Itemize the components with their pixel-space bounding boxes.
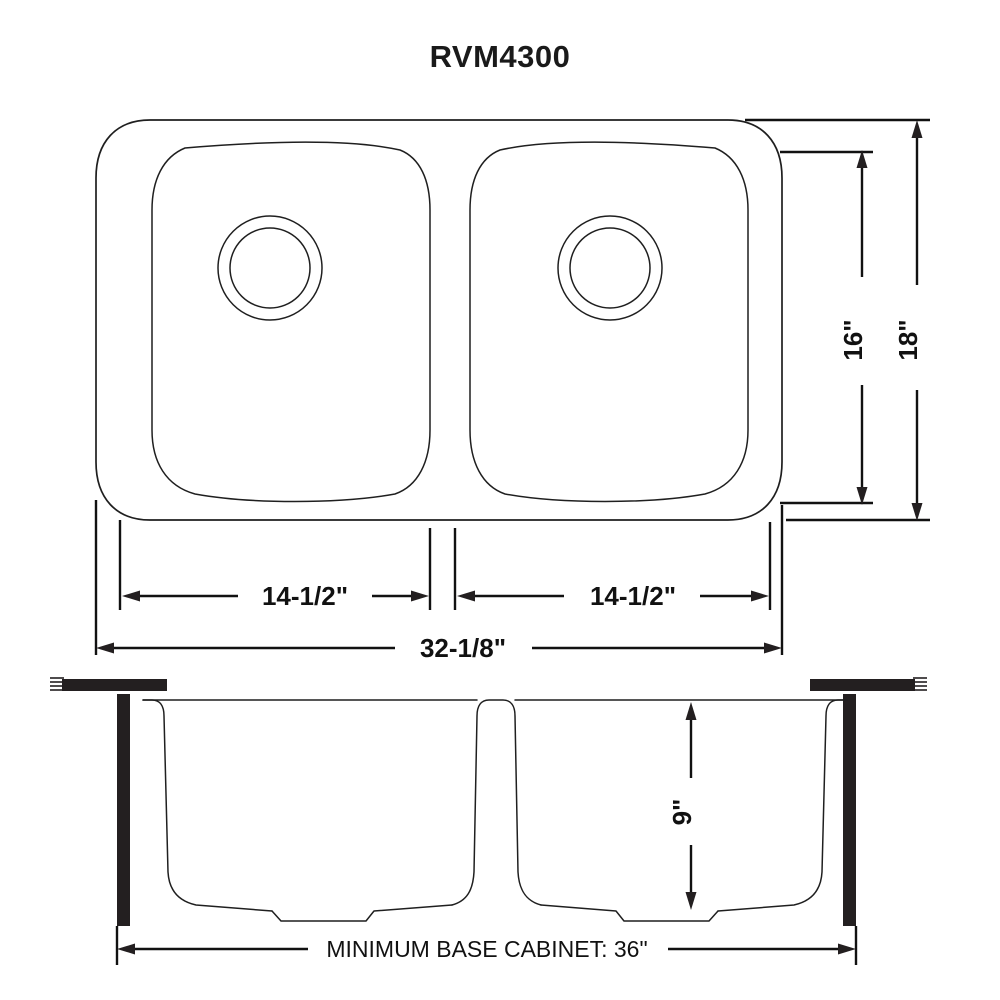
dimension-arrow-left-bowl — [122, 590, 429, 602]
right-bowl-outline — [469, 141, 749, 503]
center-divider-profile — [451, 699, 542, 906]
sink-outer-rim — [95, 119, 783, 521]
left-drain-recess — [271, 904, 453, 922]
left-drain-inner-ring — [229, 227, 311, 309]
dimension-label-right-bowl-width: 14-1/2" — [590, 581, 676, 611]
right-drain-recess — [540, 904, 719, 922]
dimension-arrow-overall-width — [96, 642, 782, 654]
right-drain-outer-ring — [557, 215, 663, 321]
sink-top-view-group — [95, 119, 783, 521]
left-bowl-outline — [151, 141, 431, 503]
sink-cross-section-group: 9" MINIMUM BASE CABINET: 36" — [50, 677, 927, 965]
dimension-label-left-bowl-width: 14-1/2" — [262, 581, 348, 611]
left-countertop-hatch — [50, 677, 64, 691]
dimension-label-overall-width: 32-1/8" — [420, 633, 506, 663]
horizontal-dimension-group: 14-1/2" 14-1/2" 32-1/8" — [94, 500, 784, 663]
right-drain-inner-ring — [569, 227, 651, 309]
dimension-label-min-base-cabinet: MINIMUM BASE CABINET: 36" — [326, 936, 647, 962]
dimension-label-bowl-height: 9" — [667, 799, 697, 826]
right-countertop-hatch — [913, 677, 927, 691]
dimension-arrow-16 — [856, 150, 868, 505]
dimension-arrow-right-bowl — [457, 590, 769, 602]
left-cabinet-wall — [117, 694, 130, 926]
dimension-arrow-bowl-height — [685, 702, 697, 910]
left-bowl-section-profile — [142, 699, 273, 912]
dimension-label-inner-depth: 16" — [838, 319, 868, 360]
dimension-arrow-min-base-cabinet — [117, 943, 856, 955]
dimension-arrow-18 — [911, 120, 923, 521]
vertical-dimension-group: 16" 18" — [745, 118, 930, 522]
right-cabinet-wall — [843, 694, 856, 926]
right-bowl-section-profile — [717, 699, 848, 912]
left-countertop-slab — [62, 679, 167, 691]
right-countertop-slab — [810, 679, 915, 691]
dimension-label-outer-depth: 18" — [893, 319, 923, 360]
page-title: RVM4300 — [430, 39, 571, 74]
left-drain-outer-ring — [217, 215, 323, 321]
